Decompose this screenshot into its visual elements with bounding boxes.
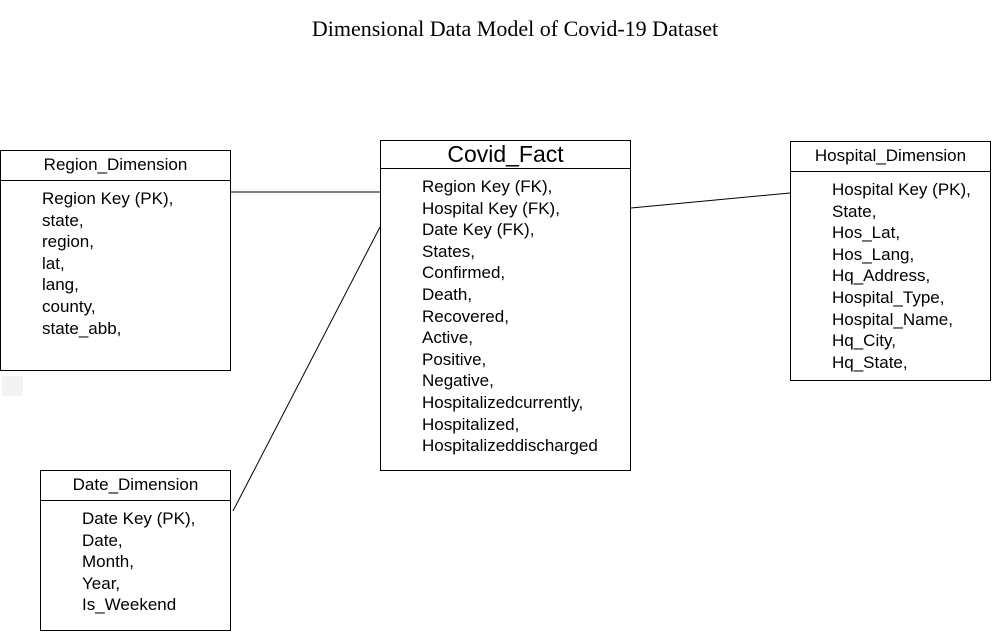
attribute-item: Recovered, xyxy=(422,306,509,326)
region-dimension-attributes: Region Key (PK), state,region,lat,lang,co… xyxy=(1,181,230,339)
hospital-dimension-header: Hospital_Dimension xyxy=(791,142,990,172)
attribute-item: States, xyxy=(422,241,475,261)
attribute-item: state_abb, xyxy=(42,318,122,338)
link-date-fact xyxy=(232,226,381,512)
attribute-item: Hospital_Type, xyxy=(832,287,945,307)
attribute-item: Date, xyxy=(82,530,123,550)
attribute-item: Confirmed, xyxy=(422,263,506,283)
attribute-item: Is_Weekend xyxy=(82,595,177,615)
attribute-item: Hq_State, xyxy=(832,352,908,372)
attribute-item: Positive, xyxy=(422,349,487,369)
diagram-title: Dimensional Data Model of Covid-19 Datas… xyxy=(311,16,719,41)
attribute-item: Hospitalizeddischarged xyxy=(422,436,598,456)
attribute-item: Death, xyxy=(422,284,473,304)
attribute-item: Hq_City, xyxy=(832,331,896,351)
date-dimension-table[interactable]: Date_Dimension Date Key (PK), Date,Month,… xyxy=(40,470,231,631)
attribute-item: Active, xyxy=(422,328,474,348)
attribute-item: Hos_Lang, xyxy=(832,244,915,264)
attribute-item: Year, xyxy=(82,573,121,593)
attribute-item: county, xyxy=(42,296,96,316)
attribute-item: Month, xyxy=(82,552,134,572)
attribute-item: Hospital_Name, xyxy=(832,309,953,329)
link-fact-hospital xyxy=(630,192,791,209)
covid-fact-header: Covid_Fact xyxy=(381,141,630,169)
attribute-item: Date Key (FK), xyxy=(422,220,535,240)
attribute-item: Hospital Key (PK), xyxy=(832,180,971,199)
covid-fact-attributes: Region Key (FK), Hospital Key (FK),Date K… xyxy=(381,169,630,457)
attribute-item: Hq_Address, xyxy=(832,266,931,286)
attribute-item: Negative, xyxy=(422,371,494,391)
attribute-item: lang, xyxy=(42,275,79,295)
attribute-item: Hospitalized, xyxy=(422,414,520,434)
region-dimension-header: Region_Dimension xyxy=(1,151,230,181)
decorative-square xyxy=(2,376,23,396)
region-dimension-table[interactable]: Region_Dimension Region Key (PK), state,r… xyxy=(0,150,231,371)
covid-fact-table[interactable]: Covid_Fact Region Key (FK), Hospital Key … xyxy=(380,140,631,471)
attribute-item: Region Key (PK), xyxy=(42,189,174,208)
attribute-item: state, xyxy=(42,210,84,230)
attribute-item: Date Key (PK), xyxy=(82,509,196,528)
attribute-item: lat, xyxy=(42,253,65,273)
hospital-dimension-attributes: Hospital Key (PK), State,Hos_Lat,Hos_Lang… xyxy=(791,172,990,373)
attribute-item: State, xyxy=(832,201,877,221)
date-dimension-attributes: Date Key (PK), Date,Month,Year,Is_Weekend xyxy=(41,501,230,616)
attribute-item: Region Key (FK), xyxy=(422,177,553,196)
attribute-item: Hospitalizedcurrently, xyxy=(422,392,584,412)
date-dimension-header: Date_Dimension xyxy=(41,471,230,501)
attribute-item: Hos_Lat, xyxy=(832,223,901,243)
attribute-item: Hospital Key (FK), xyxy=(422,198,560,218)
attribute-item: region, xyxy=(42,232,94,252)
hospital-dimension-table[interactable]: Hospital_Dimension Hospital Key (PK), Sta… xyxy=(790,141,991,381)
